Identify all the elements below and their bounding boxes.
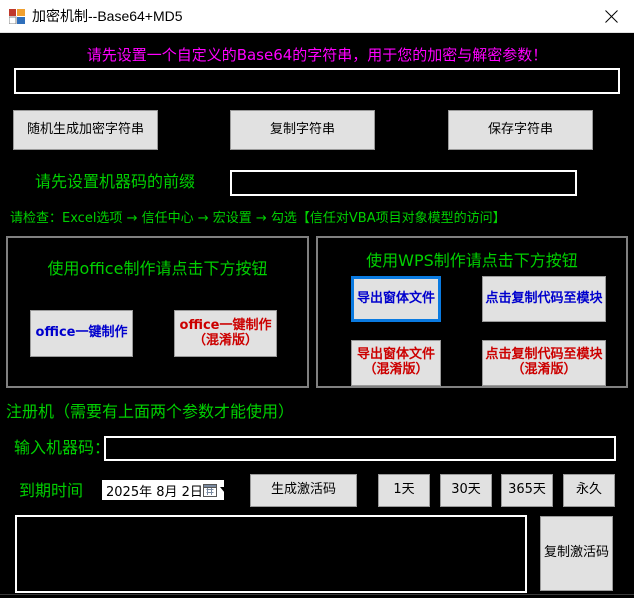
calendar-icon [202,483,217,497]
wps-panel-title: 使用WPS制作请点击下方按钮 [366,251,578,270]
prefix-input[interactable] [230,170,577,196]
keygen-section-title: 注册机（需要有上面两个参数才能使用） [6,402,295,421]
base64-string-input[interactable] [14,68,620,94]
machine-code-input[interactable] [104,436,616,461]
chevron-down-icon [219,487,230,493]
wps-export-form-button[interactable]: 导出窗体文件 [351,276,441,322]
wps-export-form-obfuscated-button[interactable]: 导出窗体文件 （混淆版） [351,340,441,386]
close-icon [604,9,618,23]
duration-1-day-button[interactable]: 1天 [378,474,430,507]
activation-code-output[interactable] [15,515,527,593]
expiry-date-value: 2025年 8月 2日 [106,484,203,500]
app-squares-icon [8,9,25,25]
title-bar: 加密机制--Base64+MD5 [0,0,634,33]
save-string-button[interactable]: 保存字符串 [448,110,593,150]
duration-permanent-button[interactable]: 永久 [563,474,615,507]
duration-365-days-button[interactable]: 365天 [501,474,553,507]
office-one-click-obfuscated-button[interactable]: office一键制作 （混淆版） [174,310,277,357]
base64-notice: 请先设置一个自定义的Base64的字符串，用于您的加密与解密参数！ [86,46,548,64]
window-title: 加密机制--Base64+MD5 [32,8,183,24]
generate-activation-code-button[interactable]: 生成激活码 [250,474,357,507]
machine-code-label: 输入机器码： [14,438,111,457]
trust-center-hint: 请检查：Excel选项 → 信任中心 → 宏设置 → 勾选【信任对VBA项目对象… [10,211,506,226]
duration-30-days-button[interactable]: 30天 [440,474,492,507]
expiry-date-picker[interactable]: 2025年 8月 2日 [101,479,230,501]
copy-string-button[interactable]: 复制字符串 [230,110,375,150]
office-panel: 使用office制作请点击下方按钮 office一键制作 office一键制作 … [6,236,309,388]
expiry-label: 到期时间 [19,481,84,500]
office-one-click-button[interactable]: office一键制作 [30,310,133,357]
window-bottom-edge [0,594,634,598]
copy-activation-code-button[interactable]: 复制激活码 [540,516,613,591]
wps-copy-code-obfuscated-button[interactable]: 点击复制代码至模块 （混淆版） [482,340,606,386]
wps-copy-code-button[interactable]: 点击复制代码至模块 [482,276,606,322]
prefix-label: 请先设置机器码的前缀 [35,172,196,191]
random-generate-button[interactable]: 随机生成加密字符串 [13,110,158,150]
wps-panel: 使用WPS制作请点击下方按钮 导出窗体文件 点击复制代码至模块 导出窗体文件 （… [316,236,628,388]
office-panel-title: 使用office制作请点击下方按钮 [47,259,268,278]
close-button[interactable] [588,0,634,32]
